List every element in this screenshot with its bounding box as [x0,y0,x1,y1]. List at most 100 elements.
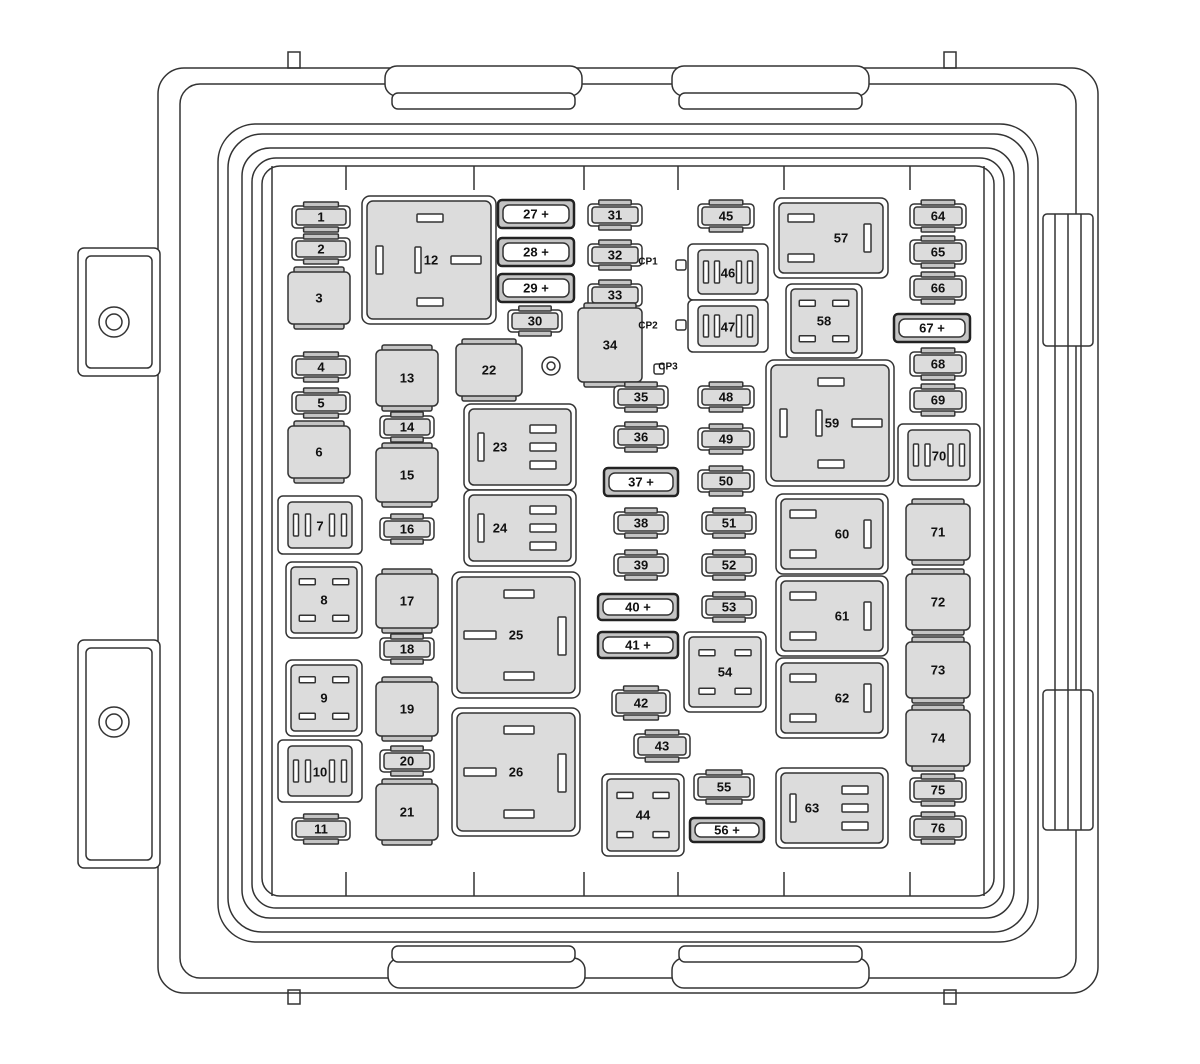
component-label-36: 36 [634,430,648,445]
component-label-69: 69 [931,393,945,408]
component-label-62: 62 [835,691,849,706]
component-29[interactable]: 29 + [496,272,576,304]
component-label-31: 31 [608,208,622,223]
component-36[interactable]: 36 [613,421,669,453]
component-76[interactable]: 76 [909,811,967,845]
component-14[interactable]: 14 [379,411,435,443]
component-label-50: 50 [719,474,733,489]
component-label-5: 5 [317,396,324,411]
component-25[interactable]: 25 [451,571,581,699]
component-74[interactable]: 74 [905,704,971,772]
component-16[interactable]: 16 [379,513,435,545]
component-19[interactable]: 19 [375,676,439,742]
component-28[interactable]: 28 + [496,236,576,268]
component-label-22: 22 [482,363,496,378]
component-label-4: 4 [317,360,325,375]
component-label-59: 59 [825,416,839,431]
component-61[interactable]: 61 [775,575,889,657]
component-64[interactable]: 64 [909,199,967,233]
component-label-1: 1 [317,210,324,225]
component-75[interactable]: 75 [909,773,967,807]
component-48[interactable]: 48 [697,381,755,413]
component-2[interactable]: 2 [291,233,351,265]
component-41[interactable]: 41 + [596,630,680,660]
component-label-10: 10 [313,765,327,780]
component-label-33: 33 [608,288,622,303]
component-49[interactable]: 49 [697,423,755,455]
component-label-68: 68 [931,357,945,372]
component-label-27: 27 + [523,207,549,222]
component-label-11: 11 [314,822,328,837]
component-3[interactable]: 3 [287,266,351,330]
component-34[interactable]: 34 [577,302,643,388]
component-10[interactable]: 10 [277,739,363,803]
component-50[interactable]: 50 [697,465,755,497]
component-31[interactable]: 31 [587,199,643,231]
component-43[interactable]: 43 [633,729,691,763]
component-6[interactable]: 6 [287,420,351,484]
component-68[interactable]: 68 [909,347,967,381]
component-30[interactable]: 30 [507,305,563,337]
component-72[interactable]: 72 [905,568,971,636]
component-47[interactable]: 47 [687,299,769,353]
component-1[interactable]: 1 [291,201,351,233]
component-8[interactable]: 8 [285,561,363,639]
component-4[interactable]: 4 [291,351,351,383]
component-63[interactable]: 63 [775,767,889,849]
component-label-44: 44 [636,808,651,823]
component-57[interactable]: 57 [773,197,889,279]
component-9[interactable]: 9 [285,659,363,737]
component-40[interactable]: 40 + [596,592,680,622]
component-70[interactable]: 70 [897,423,981,487]
component-38[interactable]: 38 [613,507,669,539]
component-45[interactable]: 45 [697,199,755,233]
component-label-35: 35 [634,390,648,405]
component-label-67: 67 + [919,321,945,336]
component-39[interactable]: 39 [613,549,669,581]
component-7[interactable]: 7 [277,495,363,555]
component-69[interactable]: 69 [909,383,967,417]
component-37[interactable]: 37 + [602,466,680,498]
component-label-12: 12 [424,253,438,268]
component-58[interactable]: 58 [785,283,863,359]
component-54[interactable]: 54 [683,631,767,713]
component-21[interactable]: 21 [375,778,439,846]
component-59[interactable]: 59 [765,359,895,487]
component-11[interactable]: 11 [291,813,351,845]
component-53[interactable]: 53 [701,591,757,623]
component-24[interactable]: 24 [463,489,577,567]
component-65[interactable]: 65 [909,235,967,269]
component-26[interactable]: 26 [451,707,581,837]
component-44[interactable]: 44 [601,773,685,857]
component-60[interactable]: 60 [775,493,889,575]
component-label-15: 15 [400,468,414,483]
component-27[interactable]: 27 + [496,198,576,230]
component-17[interactable]: 17 [375,568,439,634]
component-46[interactable]: 46 [687,243,769,301]
component-23[interactable]: 23 [463,403,577,491]
component-15[interactable]: 15 [375,442,439,508]
component-20[interactable]: 20 [379,745,435,777]
component-13[interactable]: 13 [375,344,439,412]
component-71[interactable]: 71 [905,498,971,566]
component-51[interactable]: 51 [701,507,757,539]
component-label-38: 38 [634,516,648,531]
component-73[interactable]: 73 [905,636,971,704]
component-5[interactable]: 5 [291,387,351,419]
component-32[interactable]: 32 [587,239,643,271]
component-12[interactable]: 12 [361,195,497,325]
component-18[interactable]: 18 [379,633,435,665]
component-67[interactable]: 67 + [892,312,972,344]
component-label-66: 66 [931,281,945,296]
component-42[interactable]: 42 [611,685,671,721]
component-62[interactable]: 62 [775,657,889,739]
component-label-72: 72 [931,595,945,610]
component-label-3: 3 [315,291,322,306]
component-66[interactable]: 66 [909,271,967,305]
component-52[interactable]: 52 [701,549,757,581]
component-56[interactable]: 56 + [688,816,766,844]
component-label-20: 20 [400,754,414,769]
component-55[interactable]: 55 [693,769,755,805]
component-22[interactable]: 22 [455,338,523,402]
component-35[interactable]: 35 [613,381,669,413]
